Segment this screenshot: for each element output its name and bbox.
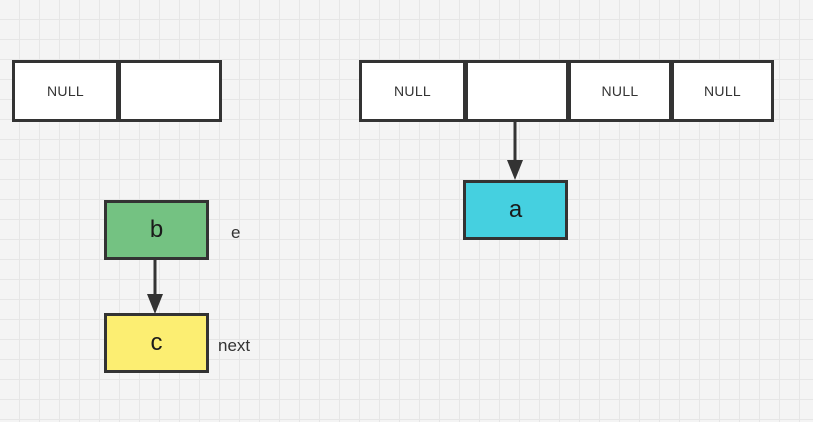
right-array-cell-4[interactable]: NULL: [671, 60, 774, 122]
right-array-cell-1[interactable]: NULL: [359, 60, 466, 122]
right-array-cell-3-label: NULL: [601, 83, 639, 99]
right-array-cell-4-label: NULL: [704, 83, 741, 99]
left-array-cell-1-label: NULL: [47, 83, 84, 99]
variable-box-b[interactable]: b: [104, 200, 209, 260]
variable-box-a-label: a: [508, 196, 523, 223]
arrow-b-to-c: [147, 258, 163, 314]
label-next: next: [218, 336, 251, 355]
right-array-cell-1-label: NULL: [394, 83, 431, 99]
variable-box-b-label: b: [149, 216, 164, 243]
left-array-cell-2[interactable]: [118, 60, 222, 122]
arrow-b-to-c-head: [147, 294, 163, 314]
label-e: e: [231, 223, 241, 242]
right-array-cell-3[interactable]: NULL: [568, 60, 672, 122]
variable-box-c[interactable]: c: [104, 313, 209, 373]
arrow-array-cell-to-a-head: [507, 160, 523, 180]
variable-box-c-label: c: [150, 329, 163, 356]
variable-box-a[interactable]: a: [463, 180, 568, 240]
arrow-array-cell-to-a: [507, 120, 523, 180]
right-array-cell-2[interactable]: [465, 60, 569, 122]
left-array-cell-1[interactable]: NULL: [12, 60, 119, 122]
